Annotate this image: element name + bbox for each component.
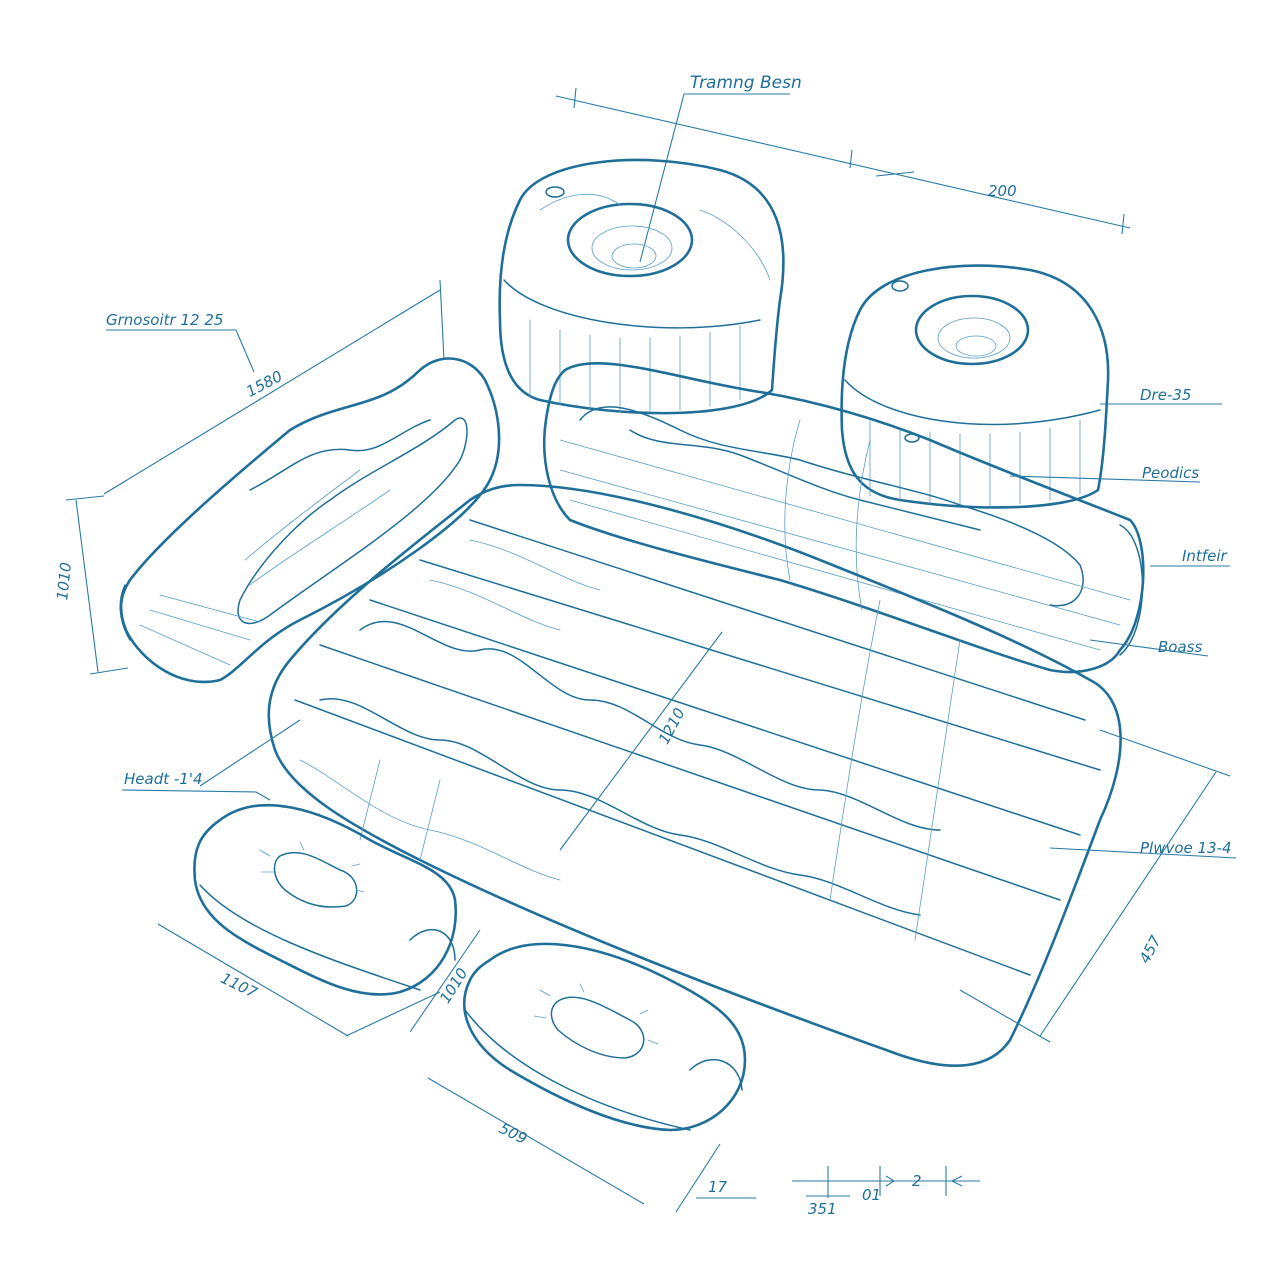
svg-text:2: 2	[912, 1172, 922, 1190]
callout-headt: Headt -1'4	[121, 719, 301, 801]
dimension-17: 17	[675, 1143, 756, 1213]
svg-text:351: 351	[808, 1200, 837, 1218]
callout-grnosoitr: Grnosoitr 12 25	[106, 311, 255, 373]
svg-text:509: 509	[496, 1119, 530, 1148]
svg-text:200: 200	[988, 182, 1017, 200]
callout-training-besn: Tramng Besn	[639, 73, 802, 263]
svg-text:Peodics: Peodics	[1142, 464, 1199, 482]
svg-text:1107: 1107	[218, 969, 261, 1002]
svg-text:Grnosoitr 12 25: Grnosoitr 12 25	[106, 311, 223, 329]
svg-text:457: 457	[1136, 932, 1166, 966]
svg-text:Plwvoe 13-4: Plwvoe 13-4	[1140, 839, 1232, 857]
dimension-top-200: 200	[555, 87, 1131, 235]
svg-text:01: 01	[862, 1186, 881, 1204]
dimension-pillow1-width: 1107	[157, 923, 441, 1037]
svg-text:17: 17	[708, 1178, 728, 1196]
svg-text:Headt -1'4: Headt -1'4	[124, 770, 203, 788]
backrest-right	[542, 362, 1145, 674]
backrest-left	[119, 357, 501, 684]
dimension-mattress-width: 1210	[559, 631, 723, 851]
dimension-bottom-set: 351 01 2	[792, 1166, 980, 1218]
svg-text:1580: 1580	[243, 367, 285, 401]
callout-plwvoe: Plwvoe 13-4	[1049, 839, 1237, 859]
callout-intfeir: Intfeir	[1150, 547, 1230, 567]
callout-boass: Boass	[1089, 638, 1209, 657]
dimension-mattress-depth: 457	[959, 729, 1231, 1043]
callout-peodics: Peodics	[1009, 464, 1201, 483]
pouf-left	[498, 158, 785, 415]
svg-text:Intfeir: Intfeir	[1182, 547, 1227, 565]
callout-dre-35: Dre-35	[1100, 386, 1222, 405]
svg-text:1010: 1010	[53, 561, 75, 601]
svg-text:Boass: Boass	[1158, 638, 1202, 656]
pouf-right	[840, 264, 1110, 509]
svg-text:Tramng Besn: Tramng Besn	[690, 73, 802, 93]
svg-text:Dre-35: Dre-35	[1140, 386, 1191, 404]
pillow-1	[193, 803, 458, 996]
mattress	[267, 483, 1122, 1068]
pillow-2	[463, 942, 747, 1132]
dimension-backrest-height: 1010	[53, 495, 129, 675]
dimension-pillow2-width: 509	[427, 1077, 645, 1205]
